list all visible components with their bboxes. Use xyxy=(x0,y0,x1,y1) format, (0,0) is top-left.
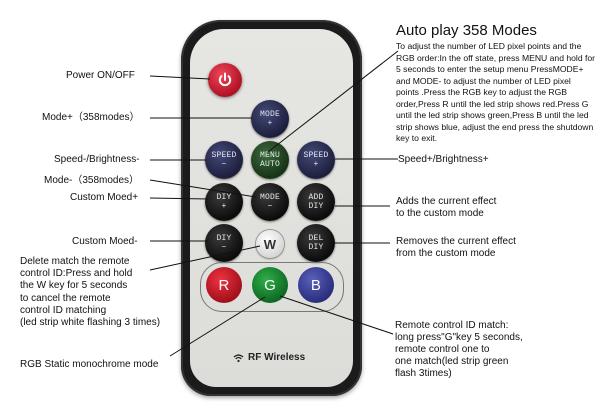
label-custom-plus: Custom Moed+ xyxy=(70,192,139,203)
label-remote-id: Remote control ID match: long press"G"ke… xyxy=(395,320,523,379)
line-rgb-static xyxy=(169,296,266,357)
label-speed-plus: Speed+/Brightness+ xyxy=(398,154,489,165)
label-custom-minus: Custom Moed- xyxy=(72,236,138,247)
wifi-icon xyxy=(233,353,244,362)
label-mode-plus: Mode+（358modes） xyxy=(42,112,140,123)
r-button[interactable]: R xyxy=(206,267,242,303)
line-power xyxy=(149,75,211,80)
line-remote-id xyxy=(279,295,394,335)
label-rgb-static: RGB Static monochrome mode xyxy=(20,359,159,370)
line-delete-match xyxy=(149,245,261,271)
label-power: Power ON/OFF xyxy=(66,70,135,81)
label-mode-minus: Mode-（358modes） xyxy=(44,175,140,186)
line-menu xyxy=(267,50,399,153)
power-button[interactable] xyxy=(208,63,242,97)
line-custom-plus xyxy=(149,197,209,200)
label-delete-match: Delete match the remote control ID:Press… xyxy=(20,256,161,329)
mode-minus-button[interactable]: MODE − xyxy=(251,183,289,221)
label-speed-minus: Speed-/Brightness- xyxy=(54,154,140,165)
description: To adjust the number of LED pixel points… xyxy=(396,41,596,143)
add-diy-button[interactable]: ADD DIY xyxy=(297,183,335,221)
menu-auto-button[interactable]: MENU AUTO xyxy=(251,141,289,179)
b-button[interactable]: B xyxy=(298,267,334,303)
title: Auto play 358 Modes xyxy=(396,22,537,39)
brand-label: RF Wireless xyxy=(233,352,305,363)
label-remove-effect: Removes the current effect from the cust… xyxy=(396,236,516,259)
w-button[interactable]: W xyxy=(256,230,284,258)
power-icon xyxy=(218,72,232,87)
del-diy-button[interactable]: DEL DIY xyxy=(297,224,335,262)
speed-minus-button[interactable]: SPEED − xyxy=(205,141,243,179)
mode-plus-button[interactable]: MODE + xyxy=(251,100,289,138)
label-add-effect: Adds the current effect to the custom mo… xyxy=(396,196,497,219)
speed-plus-button[interactable]: SPEED + xyxy=(297,141,335,179)
diy-minus-button[interactable]: DIY − xyxy=(205,224,243,262)
line-mode-minus xyxy=(149,179,257,198)
rgb-key-group xyxy=(200,262,344,312)
